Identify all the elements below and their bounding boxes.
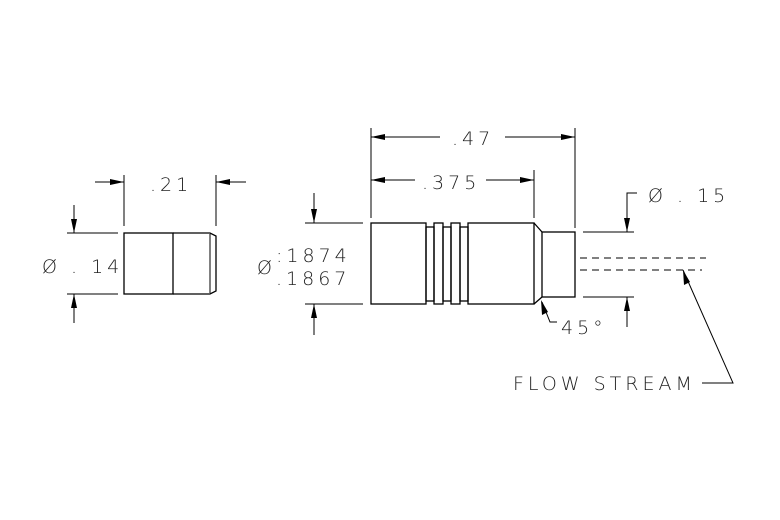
left-length-dimension: .21: [95, 174, 246, 226]
left-length-label: .21: [150, 174, 192, 196]
diameter-max-label: :1874: [276, 245, 351, 267]
nozzle-diameter-label: Ø . 15: [648, 185, 729, 207]
body-length-dimension: .375: [371, 170, 535, 218]
nozzle-diameter-dimension: Ø . 15: [583, 185, 729, 327]
flow-stream: FLOW STREAM: [513, 257, 734, 395]
chamfer-dimension: 45°: [541, 300, 607, 339]
main-diameter-dimension: Ø :1874 .1867: [257, 193, 363, 335]
diameter-symbol: Ø: [257, 257, 276, 279]
chamfer-label: 45°: [561, 317, 607, 339]
flow-stream-label: FLOW STREAM: [513, 373, 696, 395]
left-diameter-label: Ø . 14: [42, 256, 123, 278]
body-length-label: .375: [422, 172, 480, 194]
left-diameter-dimension: Ø . 14: [42, 205, 123, 323]
left-part: [123, 232, 217, 295]
main-part: [370, 222, 576, 305]
diameter-min-label: .1867: [276, 268, 350, 290]
overall-length-dimension: .47: [370, 128, 576, 228]
overall-length-label: .47: [452, 128, 494, 150]
